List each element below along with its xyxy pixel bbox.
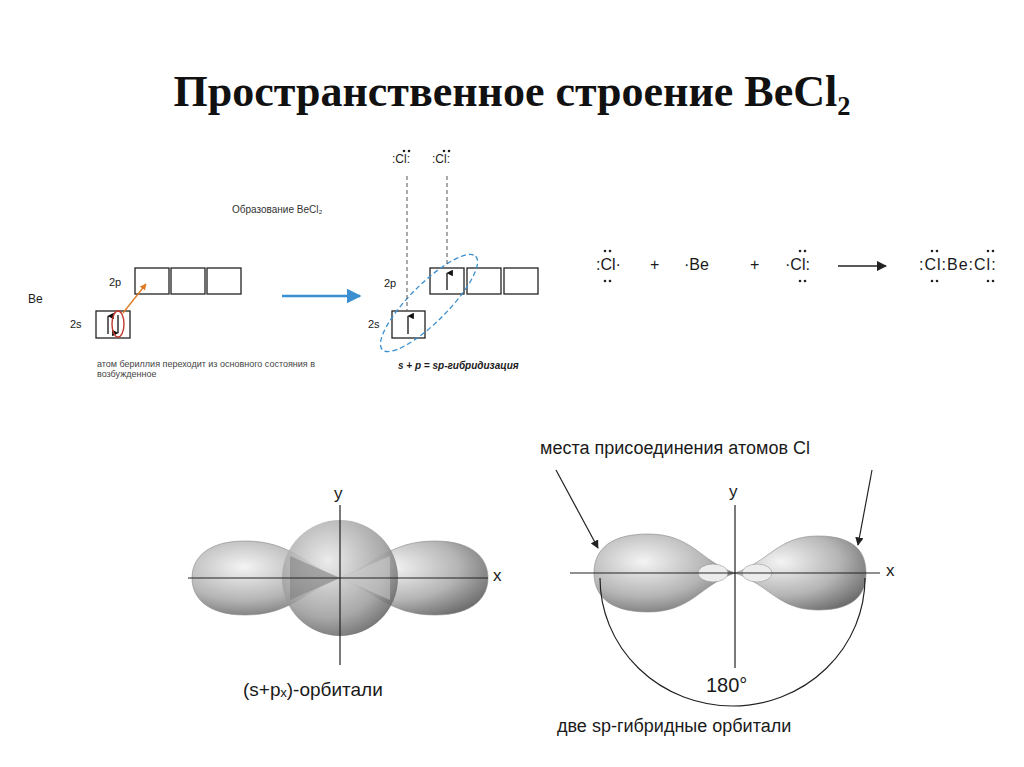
lewis-structure: :Cl:Be:Cl: [919,256,997,274]
hybridization-label: s + p = sp-гибридизация [398,360,519,372]
lewis-symbol: :Cl· [596,256,621,274]
figure-caption: (s+pₓ)-орбитали [243,679,383,701]
lewis-symbol: ·Be [684,256,709,274]
sublevel-label: 2p [384,277,396,290]
chlorine-symbol: :Cl: [392,153,410,167]
plus-sign: + [650,256,659,274]
note-text: атом бериллия переходит из основного сос… [97,359,317,380]
element-symbol: Be [28,293,43,307]
sublevel-label: 2s [368,318,380,331]
sublevel-label: 2p [109,276,121,289]
caption-text: Образование BeCl₂ [232,204,322,216]
axis-label: x [886,561,895,581]
angle-label: 180° [706,674,747,697]
lewis-symbol: ·Cl: [785,256,810,274]
axis-label: y [334,484,343,504]
axis-label: x [493,566,502,586]
callout-text: места присоединения атомов Cl [540,438,810,459]
axis-label: y [729,482,738,502]
figure-caption: две sp-гибридные орбитали [557,716,791,737]
sublevel-label: 2s [70,318,82,331]
slide-title: Пространственное строение BeCl₂ [0,66,1024,117]
chlorine-symbol: :Cl: [432,153,450,167]
plus-sign: + [750,256,759,274]
